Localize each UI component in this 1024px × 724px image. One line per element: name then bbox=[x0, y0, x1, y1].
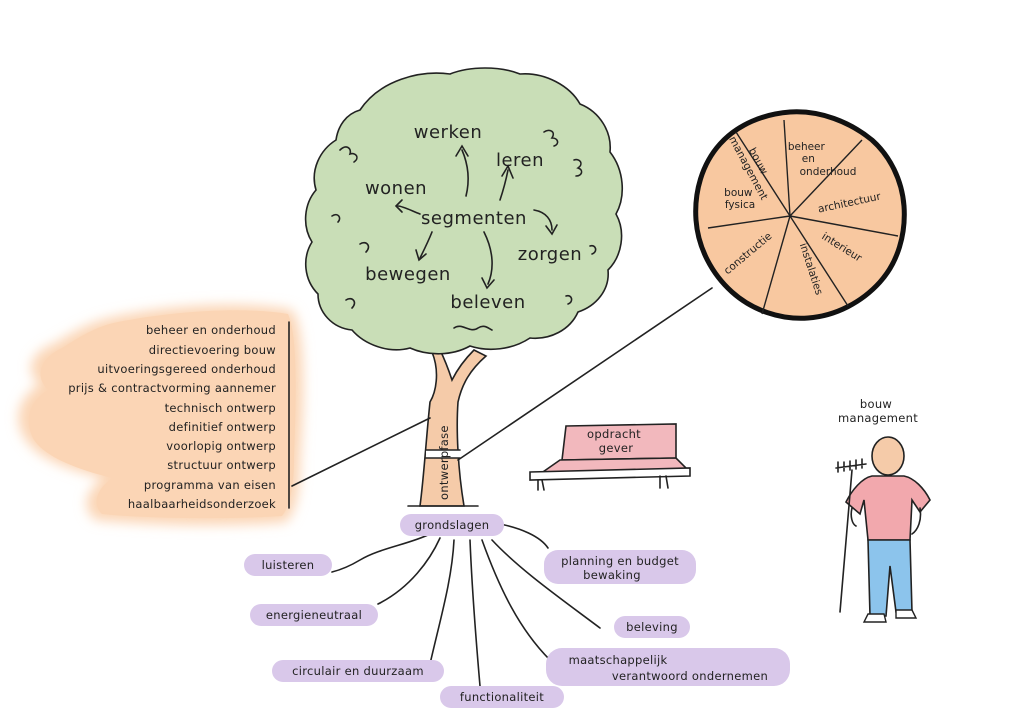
trunk-label: ontwerpfase bbox=[437, 425, 451, 500]
discipline-beheer-onderhoud: beheer en onderhoud bbox=[788, 141, 857, 178]
bench-label-l2: gever bbox=[599, 441, 633, 455]
phase-item: beheer en onderhoud bbox=[146, 323, 276, 337]
root-item: maatschappelijk verantwoord ondernemen bbox=[546, 648, 790, 686]
root-item: circulair en duurzaam bbox=[272, 660, 444, 682]
root-main-label: grondslagen bbox=[415, 518, 490, 532]
bench-label-l1: opdracht bbox=[587, 427, 641, 441]
phase-item: prijs & contractvorming aannemer bbox=[68, 381, 276, 395]
segment-label-wonen: wonen bbox=[365, 178, 427, 199]
root-item-label: luisteren bbox=[262, 558, 315, 572]
canopy-arrows bbox=[394, 144, 558, 290]
discipline-beheer-l3: onderhoud bbox=[800, 166, 857, 178]
discipline-beheer-l1: beheer bbox=[788, 141, 826, 153]
phase-item: structuur ontwerp bbox=[167, 458, 276, 472]
segment-label-werken: werken bbox=[414, 122, 482, 143]
phase-item: directievoering bouw bbox=[149, 343, 276, 357]
root-item: beleving bbox=[614, 616, 690, 638]
root-item: planning en budget bewaking bbox=[544, 550, 696, 584]
person-label: bouw management bbox=[838, 397, 918, 425]
phase-connector bbox=[291, 417, 431, 487]
phase-item: definitief ontwerp bbox=[169, 420, 276, 434]
phase-item: uitvoeringsgereed onderhoud bbox=[97, 362, 276, 376]
segment-label-center: segmenten bbox=[421, 208, 527, 229]
root-item-label: energieneutraal bbox=[266, 608, 362, 622]
phase-item: programma van eisen bbox=[144, 478, 276, 492]
discipline-bouw-fysica: bouw fysica bbox=[724, 187, 756, 211]
person-label-l1: bouw bbox=[860, 397, 892, 411]
discipline-fysica-l1: bouw bbox=[724, 187, 753, 199]
segment-label-zorgen: zorgen bbox=[518, 244, 582, 265]
person-figure bbox=[835, 436, 931, 623]
phase-item: technisch ontwerp bbox=[165, 401, 276, 415]
phase-background bbox=[18, 304, 303, 526]
tree-roots bbox=[331, 523, 601, 687]
segment-label-leren: leren bbox=[496, 150, 544, 171]
root-item-label: functionaliteit bbox=[460, 690, 544, 704]
discipline-disc bbox=[693, 109, 907, 321]
bench-label: opdracht gever bbox=[587, 427, 645, 455]
root-item: energieneutraal bbox=[250, 604, 378, 626]
root-item: luisteren bbox=[244, 554, 332, 576]
root-item-label-l1: planning en budget bbox=[561, 554, 679, 568]
root-item-label-l2: verantwoord ondernemen bbox=[612, 669, 768, 683]
discipline-beheer-l2: en bbox=[802, 153, 815, 165]
root-item-label: maatschappelijk verantwoord ondernemen bbox=[569, 653, 769, 683]
root-item-label-l2: bewaking bbox=[583, 568, 641, 582]
segment-label-beleven: beleven bbox=[450, 292, 525, 313]
root-item-label-l1: maatschappelijk bbox=[569, 653, 668, 667]
person-label-l2: management bbox=[838, 411, 918, 425]
root-main: grondslagen bbox=[400, 514, 504, 536]
tree-canopy bbox=[304, 67, 624, 355]
discipline-fysica-l2: fysica bbox=[725, 199, 755, 211]
phase-list: beheer en onderhoud directievoering bouw… bbox=[68, 321, 290, 511]
phase-item: haalbaarheidsonderzoek bbox=[128, 497, 276, 511]
phase-item: voorlopig ontwerp bbox=[166, 439, 276, 453]
discipline-connector bbox=[457, 287, 713, 461]
root-item: functionaliteit bbox=[440, 686, 564, 708]
bench bbox=[529, 423, 691, 491]
segment-label-bewegen: bewegen bbox=[365, 264, 451, 285]
root-item-label: planning en budget bewaking bbox=[561, 554, 683, 582]
root-item-label: beleving bbox=[626, 620, 678, 634]
root-item-label: circulair en duurzaam bbox=[292, 664, 424, 678]
tree-trunk bbox=[407, 349, 488, 507]
